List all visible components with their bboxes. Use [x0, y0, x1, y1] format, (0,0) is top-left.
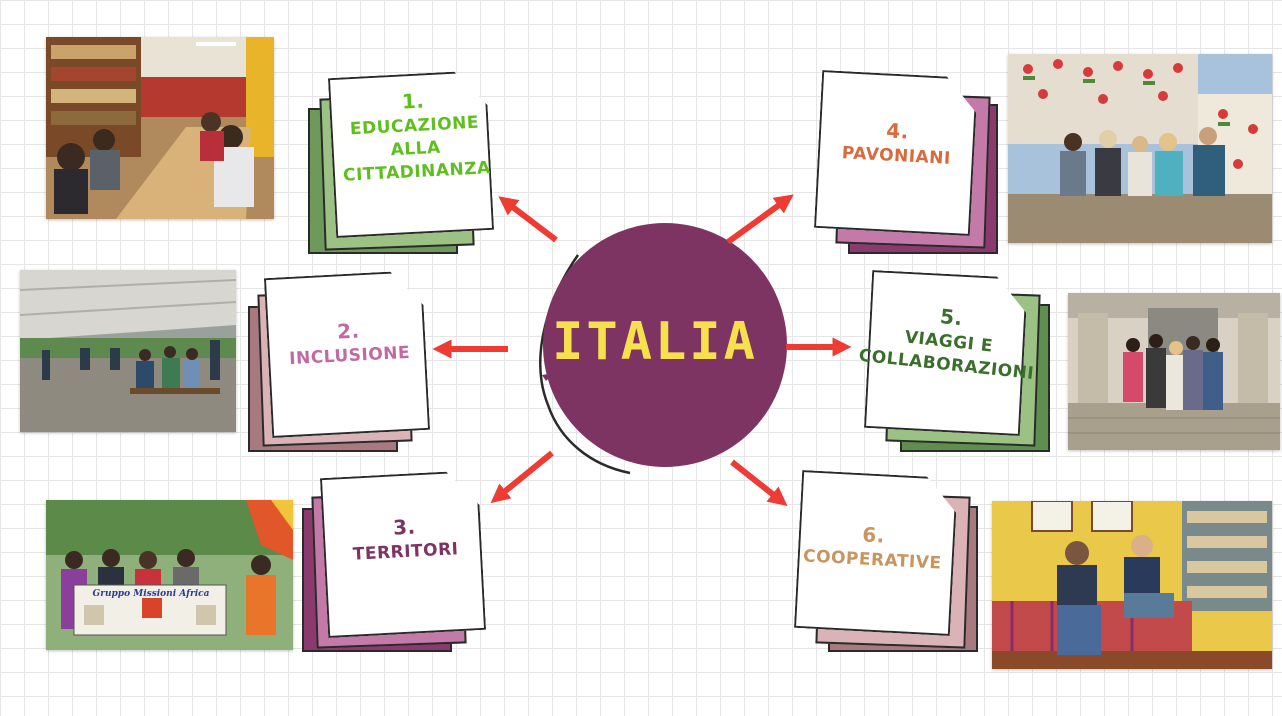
topic-card-territori: 3. TERRITORI — [300, 470, 490, 656]
center-circle — [539, 223, 787, 475]
topic-card-inclusione: 2. INCLUSIONE — [246, 270, 436, 456]
topic-card-cooperative: 6. COOPERATIVE — [794, 470, 984, 656]
photo-march-banner: Gruppo Missioni Africa — [46, 500, 293, 650]
photo-outdoor-tent — [20, 270, 236, 432]
card-label: 2. INCLUSIONE — [273, 314, 425, 372]
banner-text: Gruppo Missioni Africa — [92, 589, 210, 599]
photo-group-steps — [1068, 293, 1280, 450]
card-label: 1. EDUCAZIONE ALLA CITTADINANZA — [338, 84, 493, 188]
card-label: 6. COOPERATIVE — [797, 518, 949, 576]
center-title: ITALIA — [552, 312, 758, 372]
topic-card-viaggi: 5. VIAGGI E COLLABORAZIONI — [858, 270, 1056, 456]
topic-card-pavoniani: 4. PAVONIANI — [814, 72, 1004, 258]
topic-card-educazione: 1. EDUCAZIONE ALLA CITTADINANZA — [306, 72, 496, 258]
card-label: 3. TERRITORI — [329, 510, 481, 568]
card-label: 4. PAVONIANI — [821, 114, 973, 172]
topic-title: EDUCAZIONE ALLA CITTADINANZA — [342, 112, 492, 186]
photo-classroom — [46, 37, 274, 219]
photo-group-flowers — [1008, 54, 1272, 243]
photo-cooperative-room — [992, 501, 1272, 669]
